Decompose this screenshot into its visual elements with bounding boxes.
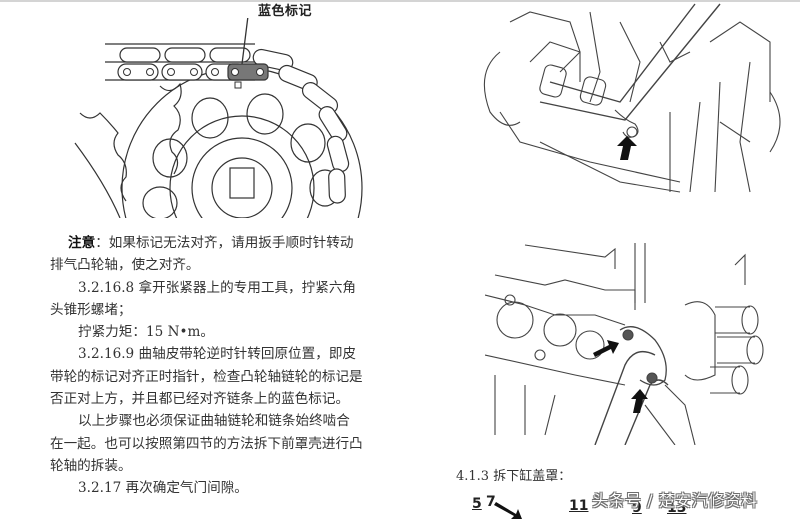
blue-mark-link: [227, 63, 269, 81]
paragraph-line-2: 在一起。也可以按照第四节的方法拆下前罩壳进行凸: [50, 435, 363, 452]
timing-chain-illustration: [74, 18, 363, 218]
figure-number-5: 5: [472, 496, 482, 512]
note-label: 注意: [68, 235, 96, 251]
procedure-text: 注意：如果标记无法对齐，请用扳手顺时针转动 排气凸轮轴，使之对齐。 3.2.16…: [50, 232, 430, 500]
step-3-2-16-9-line-2: 带轮的标记对齐正时指针，检查凸轮轴链轮的标记是: [50, 368, 363, 385]
paragraph-line-3: 轮轴的拆装。: [50, 457, 132, 474]
top-border: [0, 0, 800, 2]
section-heading-4-1-3: 4.1.3 拆下缸盖罩：: [456, 469, 572, 484]
engine-pipe-figure-bottom: [485, 235, 795, 445]
paragraph-line-1: 以上步骤也必须保证曲轴链轮和链条始终啮合: [78, 413, 350, 430]
blue-mark-callout: 蓝色标记: [258, 4, 313, 19]
figure-number-11: 11: [569, 498, 589, 514]
step-3-2-16-8-line-2: 头锥形螺堵；: [50, 301, 132, 318]
arrow-icon: [593, 340, 619, 357]
timing-chain-figure: [70, 18, 390, 218]
figure-number-9: 9: [632, 500, 642, 516]
note-line-1: 注意：如果标记无法对齐，请用扳手顺时针转动: [68, 235, 354, 251]
torque-spec: 拧紧力矩：15 N•m。: [78, 324, 214, 341]
figure-number-7: 7: [486, 494, 496, 510]
note-line-2: 排气凸轮轴，使之对齐。: [50, 257, 200, 274]
step-3-2-17: 3.2.17 再次确定气门间隙。: [78, 480, 248, 497]
arrow-icon: [617, 136, 637, 160]
arrow-icon: [494, 502, 522, 519]
engine-pipe-illustration-bottom: [485, 243, 764, 445]
arrow-icon: [631, 389, 648, 413]
engine-pipe-illustration-top: [483, 3, 781, 193]
engine-pipe-figure-top: [470, 2, 790, 202]
step-3-2-16-8-line-1: 3.2.16.8 拿开张紧器上的专用工具，拧紧六角: [78, 279, 357, 296]
step-3-2-16-9-line-1: 3.2.16.9 曲轴皮带轮逆时针转回原位置，即皮: [78, 346, 357, 363]
figure-number-13: 13: [667, 500, 687, 516]
step-3-2-16-9-line-3: 否正对上方，并且都已经对齐链条上的蓝色标记。: [50, 391, 350, 408]
watermark: 头条号 / 楚安汽修资料: [592, 491, 758, 510]
